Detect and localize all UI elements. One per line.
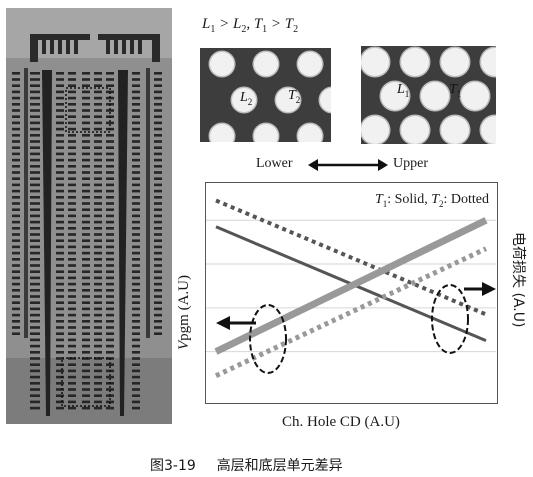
upper-label: Upper [393,156,428,171]
series-line-2 [215,198,487,317]
y-axis-left-label: Vpgm (A.U) [176,275,192,350]
t2-label: T2 [288,88,301,105]
series-line-3 [214,217,488,355]
figure-title: 高层和底层单元差异 [216,458,343,474]
t1-label: T1 [449,82,462,99]
x-axis-label: Ch. Hole CD (A.U) [282,414,400,430]
upper-layer-micrograph: L1 T1 [361,46,496,144]
double-arrow-icon [308,159,388,171]
nand-cross-section-micrograph [6,8,172,424]
condition-text: L1 > L2, T1 > T2 [202,16,299,35]
chart-legend-text: T1: Solid, T2: Dotted [374,192,489,209]
left-highlight-ellipse [249,304,287,374]
figure-caption: 图3-19 高层和底层单元差异 [150,455,343,475]
l2-label: L2 [240,90,253,107]
y-axis-right-label: 电荷损失 (A.U) [510,232,526,328]
right-highlight-ellipse [431,284,469,354]
l1-label: L1 [397,82,410,99]
chart-frame: T1: Solid, T2: Dotted [205,182,498,404]
right-pointing-arrow-icon [464,282,496,296]
lower-label: Lower [256,156,293,171]
chart-plot [206,198,496,378]
series-line-4 [214,246,488,378]
figure-number: 图3-19 [150,458,196,474]
lower-layer-micrograph: L2 T2 [200,48,331,142]
left-pointing-arrow-icon [216,316,256,330]
